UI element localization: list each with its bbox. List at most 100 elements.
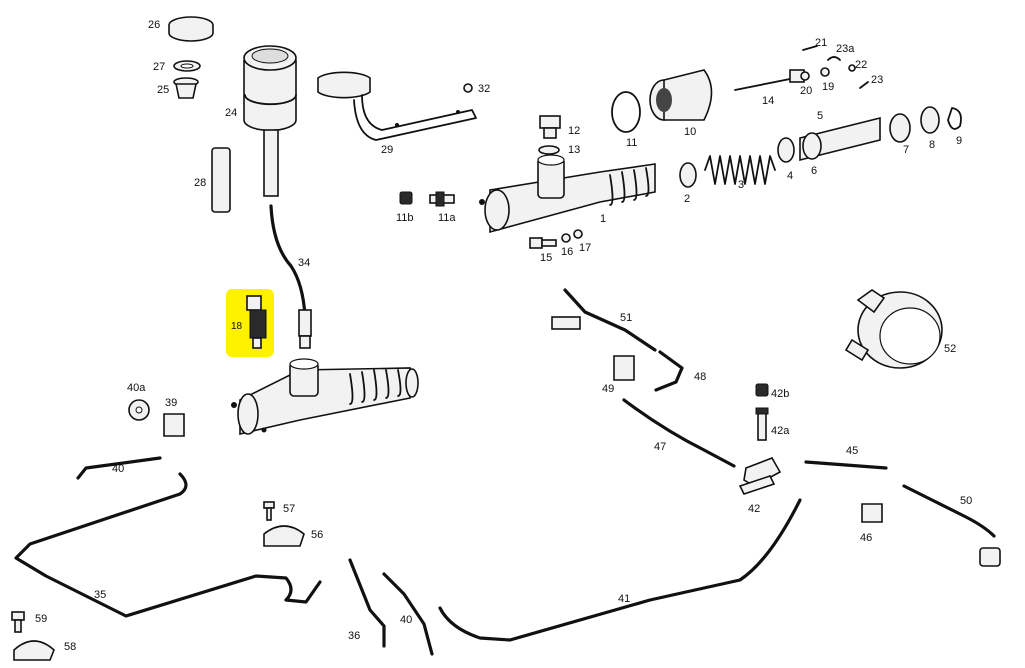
- labels-layer: 26 27 25 24 28 29 32 34 18 11b 11a 12 13…: [35, 19, 972, 653]
- hose-51: [551, 288, 657, 352]
- label-47: 47: [654, 441, 666, 453]
- spring-3: [704, 155, 776, 185]
- mount-52: [844, 289, 943, 369]
- nut-11b: [399, 191, 413, 205]
- label-2: 2: [684, 193, 690, 205]
- label-12: 12: [568, 125, 580, 137]
- label-17: 17: [579, 242, 591, 254]
- label-10: 10: [684, 126, 696, 138]
- washer-19: [820, 67, 830, 77]
- clip-58: [13, 640, 55, 661]
- clip-49: [613, 355, 635, 381]
- hose-40-upper: [76, 456, 162, 480]
- clip-23a: [827, 56, 841, 61]
- label-25: 25: [157, 84, 169, 96]
- pipe-47: [622, 398, 736, 468]
- label-46: 46: [860, 532, 872, 544]
- switch-18-highlighted[interactable]: [226, 289, 274, 357]
- label-32: 32: [478, 83, 490, 95]
- label-48: 48: [694, 371, 706, 383]
- washer-16: [561, 233, 571, 243]
- label-42: 42: [748, 503, 760, 515]
- pin-23: [859, 81, 869, 89]
- label-8: 8: [929, 139, 935, 151]
- label-40a: 40a: [127, 382, 146, 394]
- label-28: 28: [194, 177, 206, 189]
- screw-12: [539, 115, 561, 139]
- label-24: 24: [225, 107, 237, 119]
- label-1: 1: [600, 213, 606, 225]
- clip-39: [163, 413, 185, 437]
- washer-20: [800, 71, 810, 81]
- boot-10: [649, 69, 713, 121]
- label-42b: 42b: [771, 388, 789, 400]
- label-18: 18: [231, 321, 243, 332]
- clip-46: [861, 503, 883, 523]
- clutch-master-cylinder: [231, 358, 419, 436]
- label-26: 26: [148, 19, 160, 31]
- seal-6: [802, 132, 822, 160]
- washer-40a: [128, 399, 150, 421]
- pushrod-14: [734, 69, 805, 91]
- label-56: 56: [311, 529, 323, 541]
- hose-45: [804, 460, 888, 470]
- hose-48: [654, 350, 684, 392]
- bolt-15: [529, 237, 557, 249]
- label-9: 9: [956, 135, 962, 147]
- label-20: 20: [800, 85, 812, 97]
- stop-ring-9: [947, 107, 962, 130]
- hose-40-lower: [382, 572, 434, 656]
- circlip-11: [611, 91, 641, 133]
- nut-42b: [755, 383, 769, 397]
- pipe-41: [438, 498, 802, 642]
- screw-57: [263, 501, 275, 521]
- label-13: 13: [568, 144, 580, 156]
- label-27: 27: [153, 61, 165, 73]
- label-11a: 11a: [438, 212, 456, 224]
- pipe-50: [902, 484, 1001, 567]
- spring-seat-2: [679, 162, 697, 188]
- label-40-lower: 40: [400, 614, 412, 626]
- label-29: 29: [381, 144, 393, 156]
- label-58: 58: [64, 641, 76, 653]
- fitting-11a: [429, 191, 455, 207]
- label-41: 41: [618, 593, 630, 605]
- label-34: 34: [298, 257, 310, 269]
- label-23a: 23a: [836, 43, 855, 55]
- label-3: 3: [738, 179, 744, 191]
- label-35: 35: [94, 589, 106, 601]
- pipe-34: [269, 204, 312, 349]
- screw-59: [11, 611, 25, 633]
- cap-seal-27: [173, 60, 201, 72]
- master-cylinder-1: [479, 154, 656, 234]
- washer-13: [538, 145, 560, 155]
- washer-17: [573, 229, 583, 239]
- label-11b: 11b: [396, 212, 414, 224]
- label-15: 15: [540, 252, 552, 264]
- reservoir-cap-26: [168, 16, 214, 42]
- label-7: 7: [903, 144, 909, 156]
- washer-22: [848, 64, 856, 72]
- filter-strainer-25: [173, 77, 199, 99]
- label-11: 11: [626, 137, 637, 149]
- label-52: 52: [944, 343, 956, 355]
- pipe-36: [348, 558, 386, 648]
- label-19: 19: [822, 81, 834, 93]
- label-57: 57: [283, 503, 295, 515]
- label-39: 39: [165, 397, 177, 409]
- label-49: 49: [602, 383, 614, 395]
- bolt-42a: [755, 407, 769, 441]
- label-14: 14: [762, 95, 774, 107]
- fluid-reservoir-24: [243, 45, 297, 197]
- label-40-upper: 40: [112, 463, 124, 475]
- reservoir-bracket-29: [317, 71, 477, 141]
- label-16: 16: [561, 246, 573, 258]
- label-51: 51: [620, 312, 632, 324]
- label-6: 6: [811, 165, 817, 177]
- hose-28: [211, 147, 231, 213]
- label-23: 23: [871, 74, 883, 86]
- label-5: 5: [817, 110, 823, 122]
- label-59: 59: [35, 613, 47, 625]
- label-21: 21: [815, 37, 827, 49]
